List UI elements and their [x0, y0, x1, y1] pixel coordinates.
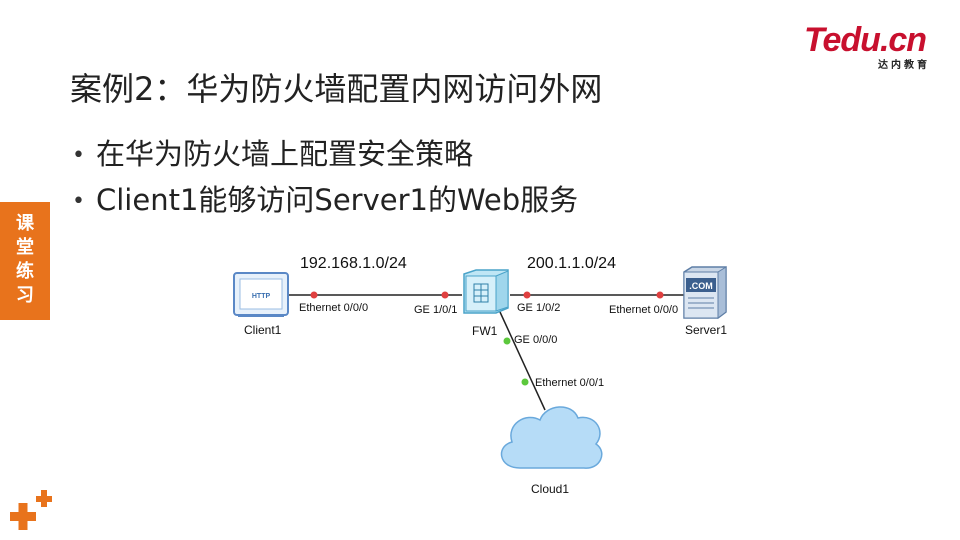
logo-wordmark: Tedu.cn — [804, 21, 927, 59]
side-tag-char: 练 — [16, 261, 34, 282]
port-label-cloud-eth: Ethernet 0/0/1 — [535, 377, 605, 389]
cloud-icon — [500, 406, 603, 469]
port-label-server-eth: Ethernet 0/0/0 — [609, 304, 679, 316]
bullet-dot-icon: • — [72, 189, 85, 214]
link-fw-cloud — [499, 311, 546, 411]
port-dot-cloud-eth — [521, 378, 529, 386]
bullet-item: • 在华为防火墙上配置安全策略 — [72, 132, 578, 178]
port-dot-server-eth — [656, 291, 664, 299]
logo-brand-suffix: .cn — [879, 21, 927, 59]
client-pc-icon: HTTP — [233, 272, 289, 317]
bullet-dot-icon: • — [72, 143, 85, 168]
logo-subtitle: 达内教育 — [878, 60, 930, 71]
client-icon-text: HTTP — [252, 293, 271, 300]
bullet-text: 在华为防火墙上配置安全策略 — [96, 137, 474, 171]
side-tag-char: 堂 — [16, 237, 34, 258]
port-dot-client-eth — [310, 291, 318, 299]
slide-title: 案例2：华为防火墙配置内网访问外网 — [70, 70, 603, 108]
side-tag-char: 习 — [16, 285, 34, 306]
device-label-firewall: FW1 — [472, 324, 498, 338]
port-label-fw-ge101: GE 1/0/1 — [414, 304, 458, 316]
side-tag-char: 课 — [16, 213, 34, 234]
firewall-icon — [463, 269, 509, 314]
port-label-fw-ge000: GE 0/0/0 — [514, 334, 558, 346]
server-icon-text: .COM — [689, 281, 713, 291]
logo-brand-main: Tedu — [804, 21, 881, 59]
network-label-right: 200.1.1.0/24 — [527, 255, 616, 272]
port-dot-fw-ge000 — [503, 337, 511, 345]
port-label-fw-ge102: GE 1/0/2 — [517, 302, 561, 314]
network-label-left: 192.168.1.0/24 — [300, 255, 407, 272]
tedu-logo: Tedu.cn 达内教育 — [804, 22, 934, 72]
plus-decoration-icon — [10, 490, 52, 530]
port-label-client-eth: Ethernet 0/0/0 — [299, 302, 369, 314]
port-dot-fw-ge101 — [441, 291, 449, 299]
bullet-list: • 在华为防火墙上配置安全策略 • Client1能够访问Server1的Web服务 — [72, 132, 578, 224]
device-label-cloud: Cloud1 — [531, 482, 570, 496]
bullet-item: • Client1能够访问Server1的Web服务 — [72, 178, 578, 224]
device-label-server: Server1 — [685, 323, 728, 337]
bullet-text: Client1能够访问Server1的Web服务 — [96, 183, 579, 217]
server-icon: .COM — [683, 266, 727, 319]
port-dot-fw-ge102 — [523, 291, 531, 299]
device-label-client: Client1 — [244, 323, 282, 337]
classroom-exercise-tag: 课 堂 练 习 — [0, 202, 50, 320]
